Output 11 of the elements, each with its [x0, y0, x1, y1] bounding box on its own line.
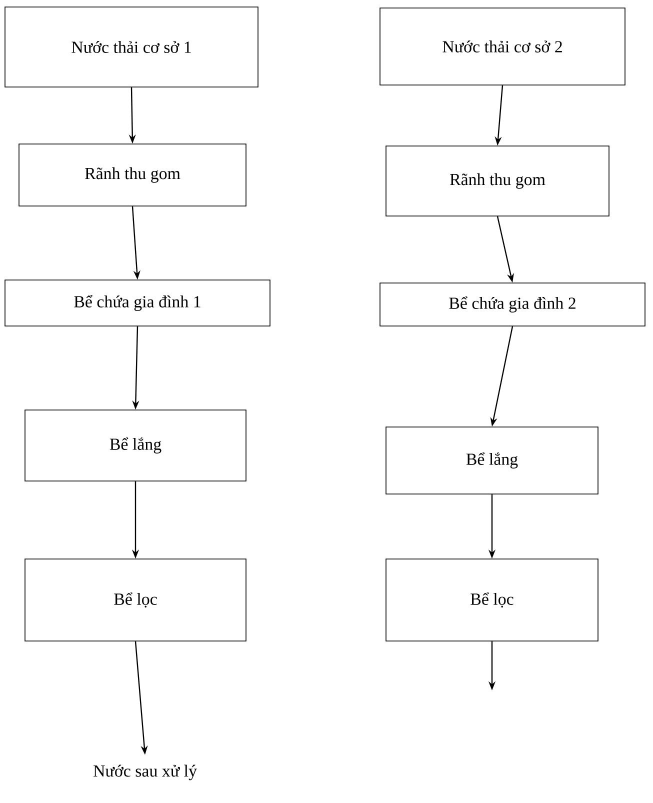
process-box: Bể lọc — [24, 558, 246, 642]
process-box: Nước thải cơ sở 2 — [380, 8, 626, 86]
process-box: Bể chứa gia đình 1 — [4, 280, 270, 326]
process-box: Bể lắng — [24, 410, 246, 482]
process-box: Rãnh thu gom — [386, 146, 610, 216]
output-label: Nước sau xử lý — [94, 764, 197, 780]
process-box: Bể chứa gia đình 2 — [380, 282, 646, 326]
process-box: Rãnh thu gom — [18, 144, 246, 206]
process-box: Nước thải cơ sở 1 — [4, 6, 258, 88]
process-box: Bể lọc — [386, 558, 598, 642]
process-box: Bể lắng — [386, 426, 598, 494]
